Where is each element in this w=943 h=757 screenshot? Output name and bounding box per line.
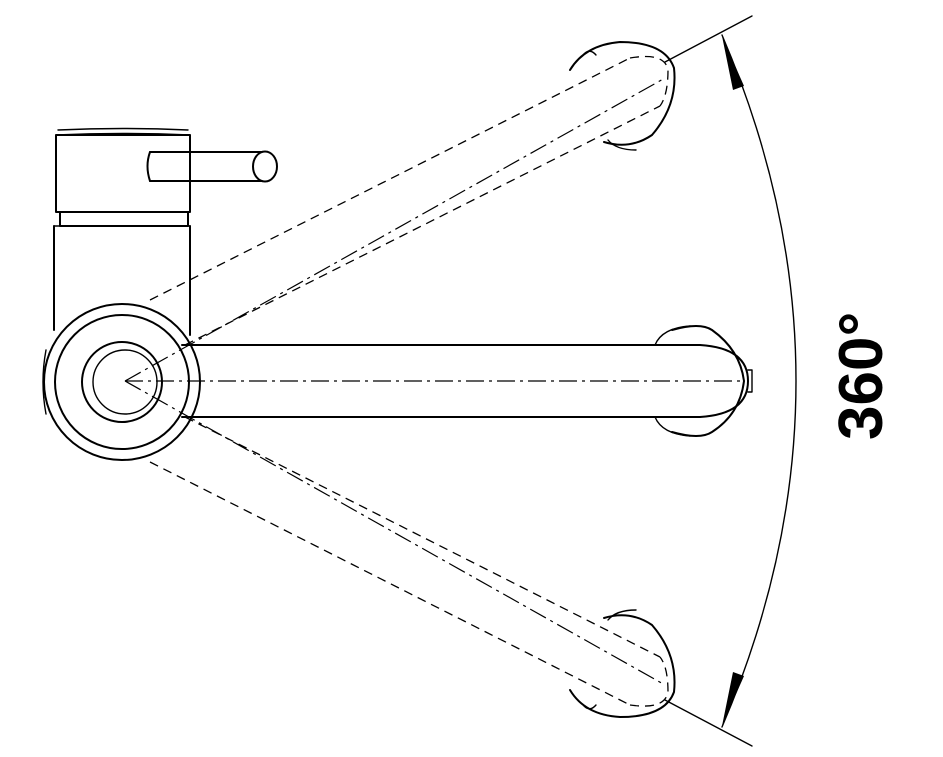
faucet-body [53,127,278,336]
rotation-angle-label: 360° [827,312,896,440]
arrow-down-icon [722,672,744,726]
arrow-up-icon [722,36,744,90]
spout-upper-position [124,41,676,382]
rotation-indicator [664,15,797,747]
pivot-base [42,303,201,461]
spout-center-position [125,325,753,437]
spout-lower-position [124,380,676,718]
